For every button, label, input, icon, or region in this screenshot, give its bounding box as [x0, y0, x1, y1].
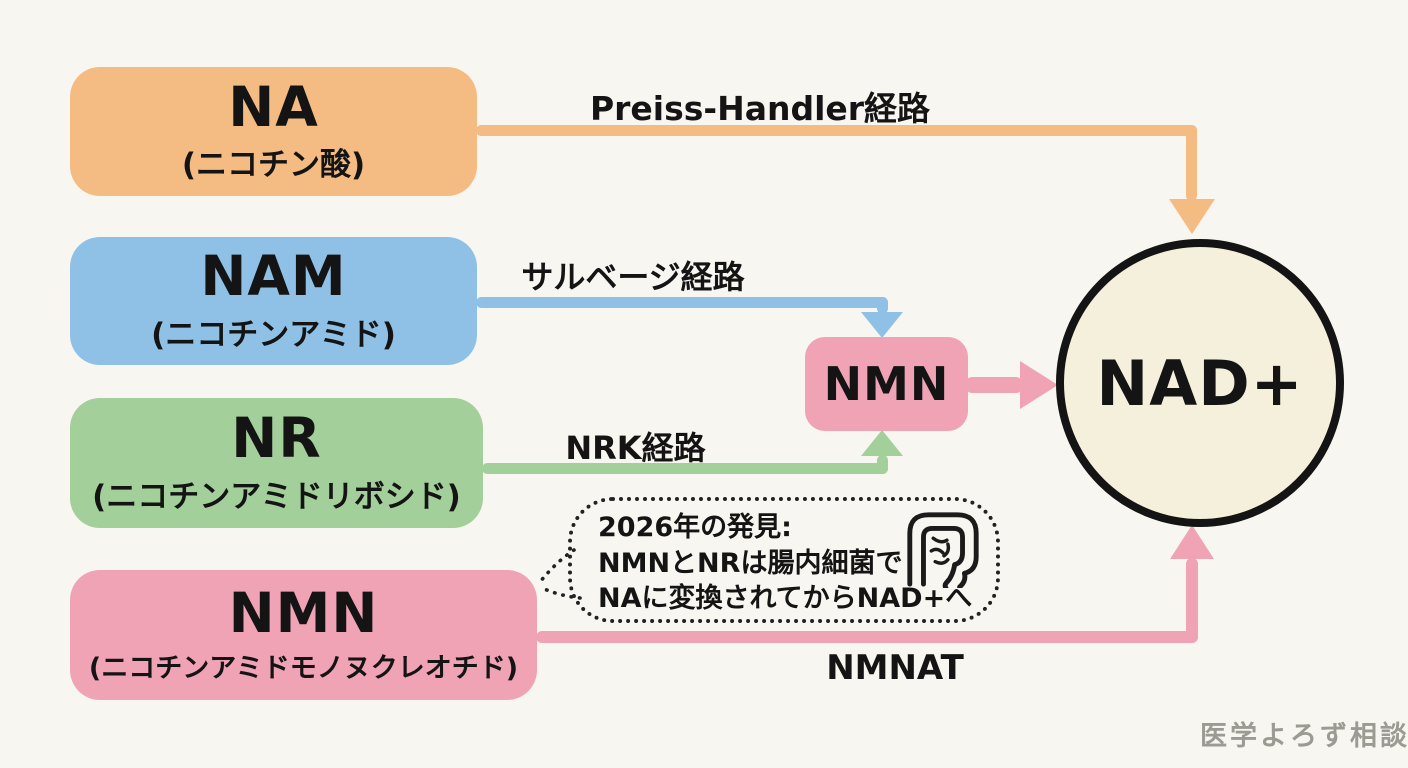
box-japanese-name: (ニコチン酸) [181, 147, 366, 184]
arrow-shaft [482, 463, 888, 474]
arrow-up-icon [861, 430, 903, 456]
pathway-label-salvage: サルベージ経路 [521, 258, 745, 296]
arrow-up-icon [1170, 525, 1214, 559]
arrow-shaft [1186, 558, 1198, 643]
arrow-down-icon [1169, 199, 1215, 234]
box-abbreviation: NA [228, 74, 319, 139]
arrow-shaft [877, 297, 888, 314]
arrow-shaft [476, 297, 888, 308]
box-japanese-name: (ニコチンアミドリボシド) [92, 478, 461, 515]
intermediate-node-nmn: NMN [805, 337, 968, 431]
watermark-credit: 医学よろず相談 [1200, 721, 1408, 752]
box-abbreviation: NR [231, 406, 322, 471]
callout-tail-dotted [538, 548, 582, 600]
arrow-shaft [966, 377, 1022, 393]
precursor-box-nam: NAM (ニコチンアミド) [70, 237, 477, 365]
node-label: NMN [823, 357, 950, 411]
pathway-label-preiss-handler: Preiss-Handler経路 [589, 89, 931, 128]
box-japanese-name: (ニコチンアミドモノヌクレオチド) [88, 652, 519, 684]
arrow-shaft [877, 455, 888, 474]
discovery-callout-bubble: 2026年の発見: NMNとNRは腸内細菌で NAに変換されてからNAD+へ [568, 497, 1000, 623]
intestine-icon [907, 512, 979, 588]
precursor-box-na: NA (ニコチン酸) [70, 67, 477, 196]
product-node-nad: NAD+ [1056, 239, 1344, 527]
pathway-label-nmnat: NMNAT [826, 648, 964, 688]
callout-line-3: NAに変換されてからNAD+へ [598, 583, 973, 615]
callout-line-2: NMNとNRは腸内細菌で [598, 547, 903, 579]
arrow-shaft [476, 125, 1197, 136]
callout-line-1: 2026年の発見: [598, 512, 792, 543]
node-label: NAD+ [1096, 346, 1304, 420]
arrow-right-icon [1020, 361, 1058, 409]
box-abbreviation: NAM [200, 244, 347, 309]
arrow-shaft [536, 631, 1198, 643]
arrow-shaft [1186, 125, 1197, 201]
box-abbreviation: NMN [228, 581, 379, 646]
box-japanese-name: (ニコチンアミド) [151, 316, 396, 353]
pathway-label-nrk: NRK経路 [565, 429, 706, 467]
arrow-down-icon [861, 312, 903, 338]
precursor-box-nmn: NMN (ニコチンアミドモノヌクレオチド) [70, 570, 537, 700]
precursor-box-nr: NR (ニコチンアミドリボシド) [70, 398, 483, 528]
